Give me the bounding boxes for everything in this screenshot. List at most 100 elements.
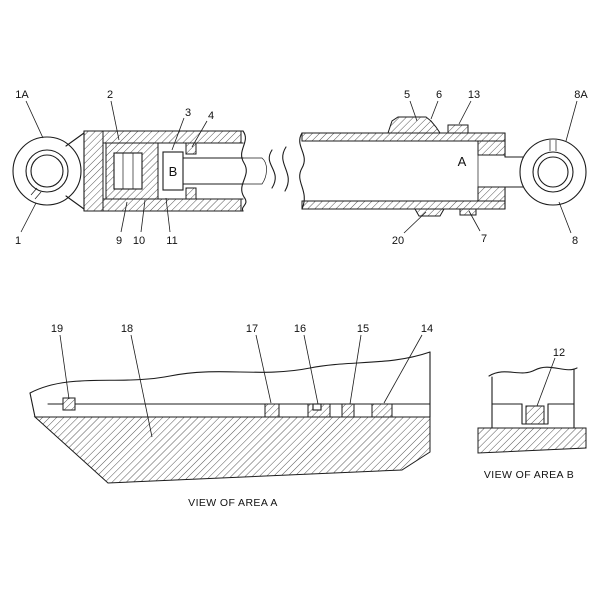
leader-line-11 <box>165 197 171 233</box>
bottom-boss <box>414 208 445 217</box>
callout-label-7: 7 <box>481 233 487 245</box>
area-b-body-section <box>477 427 587 454</box>
tube-break-edge-right <box>299 132 305 210</box>
tube-bottom-wall <box>102 198 242 212</box>
callout-4: 4 <box>191 110 214 148</box>
callout-9: 9 <box>116 201 128 247</box>
callout-label-4: 4 <box>208 110 214 122</box>
area-a-side-edges <box>29 351 431 418</box>
callout-18: 18 <box>121 323 153 438</box>
tube-outline-right <box>301 132 506 210</box>
leader-line-12 <box>536 357 556 407</box>
gland-step-top <box>447 124 469 134</box>
break-squiggle <box>282 146 289 192</box>
area-a-letter: A <box>458 154 467 169</box>
callout-label-13: 13 <box>468 89 480 101</box>
callout-12: 12 <box>536 347 565 407</box>
callout-label-12: 12 <box>553 347 565 359</box>
port-boss <box>387 116 441 134</box>
gland-step-bottom <box>459 208 477 216</box>
view-area-a-caption: VIEW OF AREA A <box>188 497 278 509</box>
head-cap-section <box>83 130 104 212</box>
callout-label-3: 3 <box>185 107 191 119</box>
leader-line-3 <box>171 117 185 151</box>
callout-13: 13 <box>458 89 480 125</box>
area-b-letter: B <box>169 164 178 179</box>
leader-line-13 <box>458 100 472 125</box>
view-area-b-caption: VIEW OF AREA B <box>484 469 574 481</box>
main-callouts: 1A 1 2 3 4 9 10 11 <box>15 89 588 247</box>
left-rod-eye <box>12 132 85 210</box>
callout-label-8: 8 <box>572 235 578 247</box>
callout-label-10: 10 <box>133 235 145 247</box>
gland-bottom-section <box>477 186 506 202</box>
seal-item-12 <box>525 405 545 425</box>
area-b-side-edges <box>491 368 575 429</box>
callout-17: 17 <box>246 323 272 404</box>
gland-body-section <box>33 416 431 484</box>
tube-bore-lines-right <box>302 140 505 202</box>
cylinder-rod-end: A <box>299 116 538 217</box>
callout-label-16: 16 <box>294 323 306 335</box>
callout-5: 5 <box>404 89 418 122</box>
left-eye-slot-mark <box>30 187 38 196</box>
leader-line-10 <box>140 199 146 233</box>
callout-10: 10 <box>133 199 146 247</box>
rod-seal-top <box>185 142 197 155</box>
seal-item-15 <box>341 403 355 418</box>
callout-label-2: 2 <box>107 89 113 101</box>
callout-label-9: 9 <box>116 235 122 247</box>
tube-break-edge-left <box>241 130 247 212</box>
tube-bottom-wall-right <box>301 200 506 210</box>
callout-6: 6 <box>430 89 442 120</box>
right-eye-bore <box>537 156 569 188</box>
left-eye-slot-mark <box>34 191 42 200</box>
leader-line-9 <box>120 201 128 233</box>
tube-outline-left <box>83 130 244 212</box>
leader-line-8 <box>558 201 572 234</box>
tube-top-wall <box>102 130 242 144</box>
rod-seal-bottom <box>185 187 197 200</box>
leader-line-19 <box>59 334 70 400</box>
leader-line-5 <box>409 100 418 122</box>
left-eye-neck-bottom <box>65 195 85 210</box>
break-squiggle <box>268 149 276 189</box>
callout-label-5: 5 <box>404 89 410 101</box>
rod-lines-left <box>182 157 244 185</box>
cylinder-head-end: B <box>83 130 247 212</box>
middle-break <box>243 146 289 192</box>
rod-break-fragment <box>243 157 267 185</box>
callout-15: 15 <box>349 323 369 405</box>
callout-7: 7 <box>468 210 487 245</box>
callout-label-17: 17 <box>246 323 258 335</box>
leader-line-16 <box>303 334 319 405</box>
leader-line-6 <box>430 100 439 120</box>
leader-line-17 <box>255 334 272 404</box>
callout-label-11: 11 <box>166 235 177 247</box>
area-a-break-boundary <box>29 351 431 394</box>
area-b-box <box>162 151 184 191</box>
right-rod-eye <box>519 138 587 206</box>
leader-line-8a <box>565 100 578 142</box>
gland-top-section <box>477 140 506 156</box>
callout-label-1a: 1A <box>15 89 29 101</box>
callout-label-1: 1 <box>15 235 21 247</box>
left-eye-bore <box>30 154 64 188</box>
callout-label-20: 20 <box>392 235 404 247</box>
area-b-break-boundary <box>488 366 578 377</box>
left-eye-neck-top <box>65 132 85 147</box>
leader-line-14 <box>383 334 423 404</box>
callout-label-18: 18 <box>121 323 133 335</box>
leader-line-15 <box>349 334 362 405</box>
callout-20: 20 <box>392 211 427 247</box>
callout-8: 8 <box>558 201 578 247</box>
leader-line-4 <box>191 120 208 148</box>
view-area-b: 12 VIEW OF AREA B <box>477 347 587 481</box>
seal-item-16-lip <box>312 403 322 411</box>
leader-line-1 <box>20 202 37 233</box>
seal-item-19 <box>62 397 76 411</box>
leader-line-18 <box>130 334 153 438</box>
leader-line-20 <box>403 211 427 234</box>
